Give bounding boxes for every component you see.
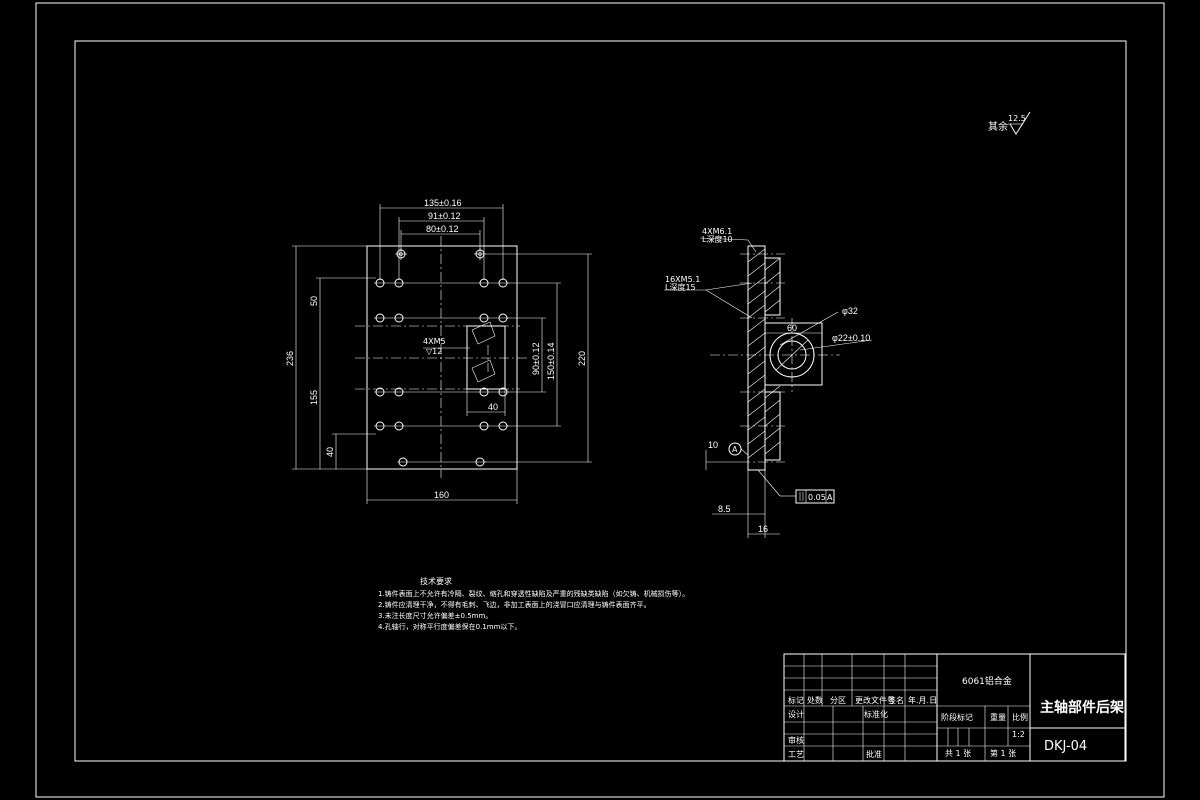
callout-mid-b: L深度15 xyxy=(665,282,696,292)
col-label-0: 标记 xyxy=(788,695,804,705)
sheet-number: 第 1 张 xyxy=(990,748,1016,758)
dim-155: 155 xyxy=(309,390,319,405)
roughness-symbol: 其余 12.5 xyxy=(988,111,1031,135)
stage-label-2: 比例 xyxy=(1012,712,1028,722)
sheet-total: 共 1 张 xyxy=(945,749,971,758)
row-design: 设计 xyxy=(788,709,804,719)
outer-frame xyxy=(35,2,1165,798)
dim-10: 10 xyxy=(708,440,718,450)
dim-160: 160 xyxy=(434,490,449,500)
row-standard: 标准化 xyxy=(864,709,888,719)
col-label-2: 分区 xyxy=(830,696,846,705)
title-block: 6061铝合金 主轴部件后架 DKJ-04 1:2 共 1 张 第 1 张 标记… xyxy=(783,653,1126,762)
tech-note-1: 1.铸件表面上不允许有冷隔、裂纹、缩孔和穿透性缺陷及严重的残缺类缺陷（如欠铸、机… xyxy=(378,589,689,598)
dim-40: 40 xyxy=(325,447,335,457)
dim-8-5: 8.5 xyxy=(718,504,731,514)
dim-220: 220 xyxy=(577,351,587,366)
col-label-5: 年.月.日 xyxy=(908,695,937,705)
dim-80: 80±0.12 xyxy=(426,224,458,234)
dim-90: 90±0.12 xyxy=(531,343,541,375)
dim-91: 91±0.12 xyxy=(428,211,460,221)
roughness-check-icon xyxy=(1009,111,1031,135)
front-outline xyxy=(366,245,518,470)
tolerance-frame xyxy=(795,489,835,504)
front-view: 135±0.16 91±0.12 80±0.12 236 50 155 40 9… xyxy=(285,198,592,504)
hole-callout-b: ▽12 xyxy=(426,347,442,356)
callout-top-a: 4XM6.1 xyxy=(702,227,732,236)
row-process: 工艺 xyxy=(788,750,804,759)
tech-note-4: 4.孔轴行，对称平行度偏差保在0.1mm以下。 xyxy=(378,622,521,631)
section-hatch xyxy=(747,248,781,459)
row-review: 审核 xyxy=(788,735,804,745)
scale-value: 1:2 xyxy=(1012,730,1025,739)
dim-d32: φ32 xyxy=(842,306,858,316)
col-label-3: 更改文件号 xyxy=(855,695,895,705)
tech-notes-title: 技术要求 xyxy=(420,576,452,586)
hole-callout-a: 4XM5 xyxy=(423,337,446,346)
dim-40-pocket: 40 xyxy=(488,402,498,412)
datum-label: A xyxy=(732,445,738,454)
side-boss xyxy=(764,322,823,386)
roughness-value: 12.5 xyxy=(1008,114,1026,123)
side-view: 4XM6.1 L深度10 16XM5.1 L深度15 φ32 60 φ22±0.… xyxy=(664,227,873,538)
col-label-1: 处数 xyxy=(807,695,823,705)
inner-frame xyxy=(74,40,1127,762)
tech-note-3: 3.未注长度尺寸允许偏差±0.5mm。 xyxy=(378,611,492,620)
stage-label-0: 阶段标记 xyxy=(941,712,973,722)
drawing-number: DKJ-04 xyxy=(1044,739,1087,754)
row-approve: 批准 xyxy=(866,749,882,759)
tolerance-value: 0.05 xyxy=(808,493,826,502)
dim-236: 236 xyxy=(285,351,295,366)
roughness-prefix: 其余 xyxy=(988,120,1008,133)
tech-notes: 技术要求 1.铸件表面上不允许有冷隔、裂纹、缩孔和穿透性缺陷及严重的残缺类缺陷（… xyxy=(378,576,689,631)
tech-note-2: 2.铸件应清理干净，不得有毛刺、飞边，非加工表面上的浇冒口应清理与铸件表面齐平。 xyxy=(378,600,651,609)
dim-50: 50 xyxy=(309,296,319,306)
part-name: 主轴部件后架 xyxy=(1040,699,1124,716)
dim-16: 16 xyxy=(758,524,768,534)
dim-150: 150±0.14 xyxy=(546,343,556,380)
callout-mid-a: 16XM5.1 xyxy=(665,275,700,284)
dim-d22: φ22±0.10 xyxy=(832,333,870,343)
front-pocket xyxy=(466,325,506,390)
stage-label-1: 重量 xyxy=(990,712,1006,722)
material-text: 6061铝合金 xyxy=(962,675,1012,687)
col-label-4: 签名 xyxy=(888,695,904,705)
tolerance-datum: A xyxy=(827,493,833,502)
front-holes xyxy=(374,248,509,467)
dim-135: 135±0.16 xyxy=(424,198,461,208)
callout-top-b: L深度10 xyxy=(702,234,733,244)
bore-inner xyxy=(777,340,807,370)
dim-60: 60 xyxy=(787,323,797,333)
